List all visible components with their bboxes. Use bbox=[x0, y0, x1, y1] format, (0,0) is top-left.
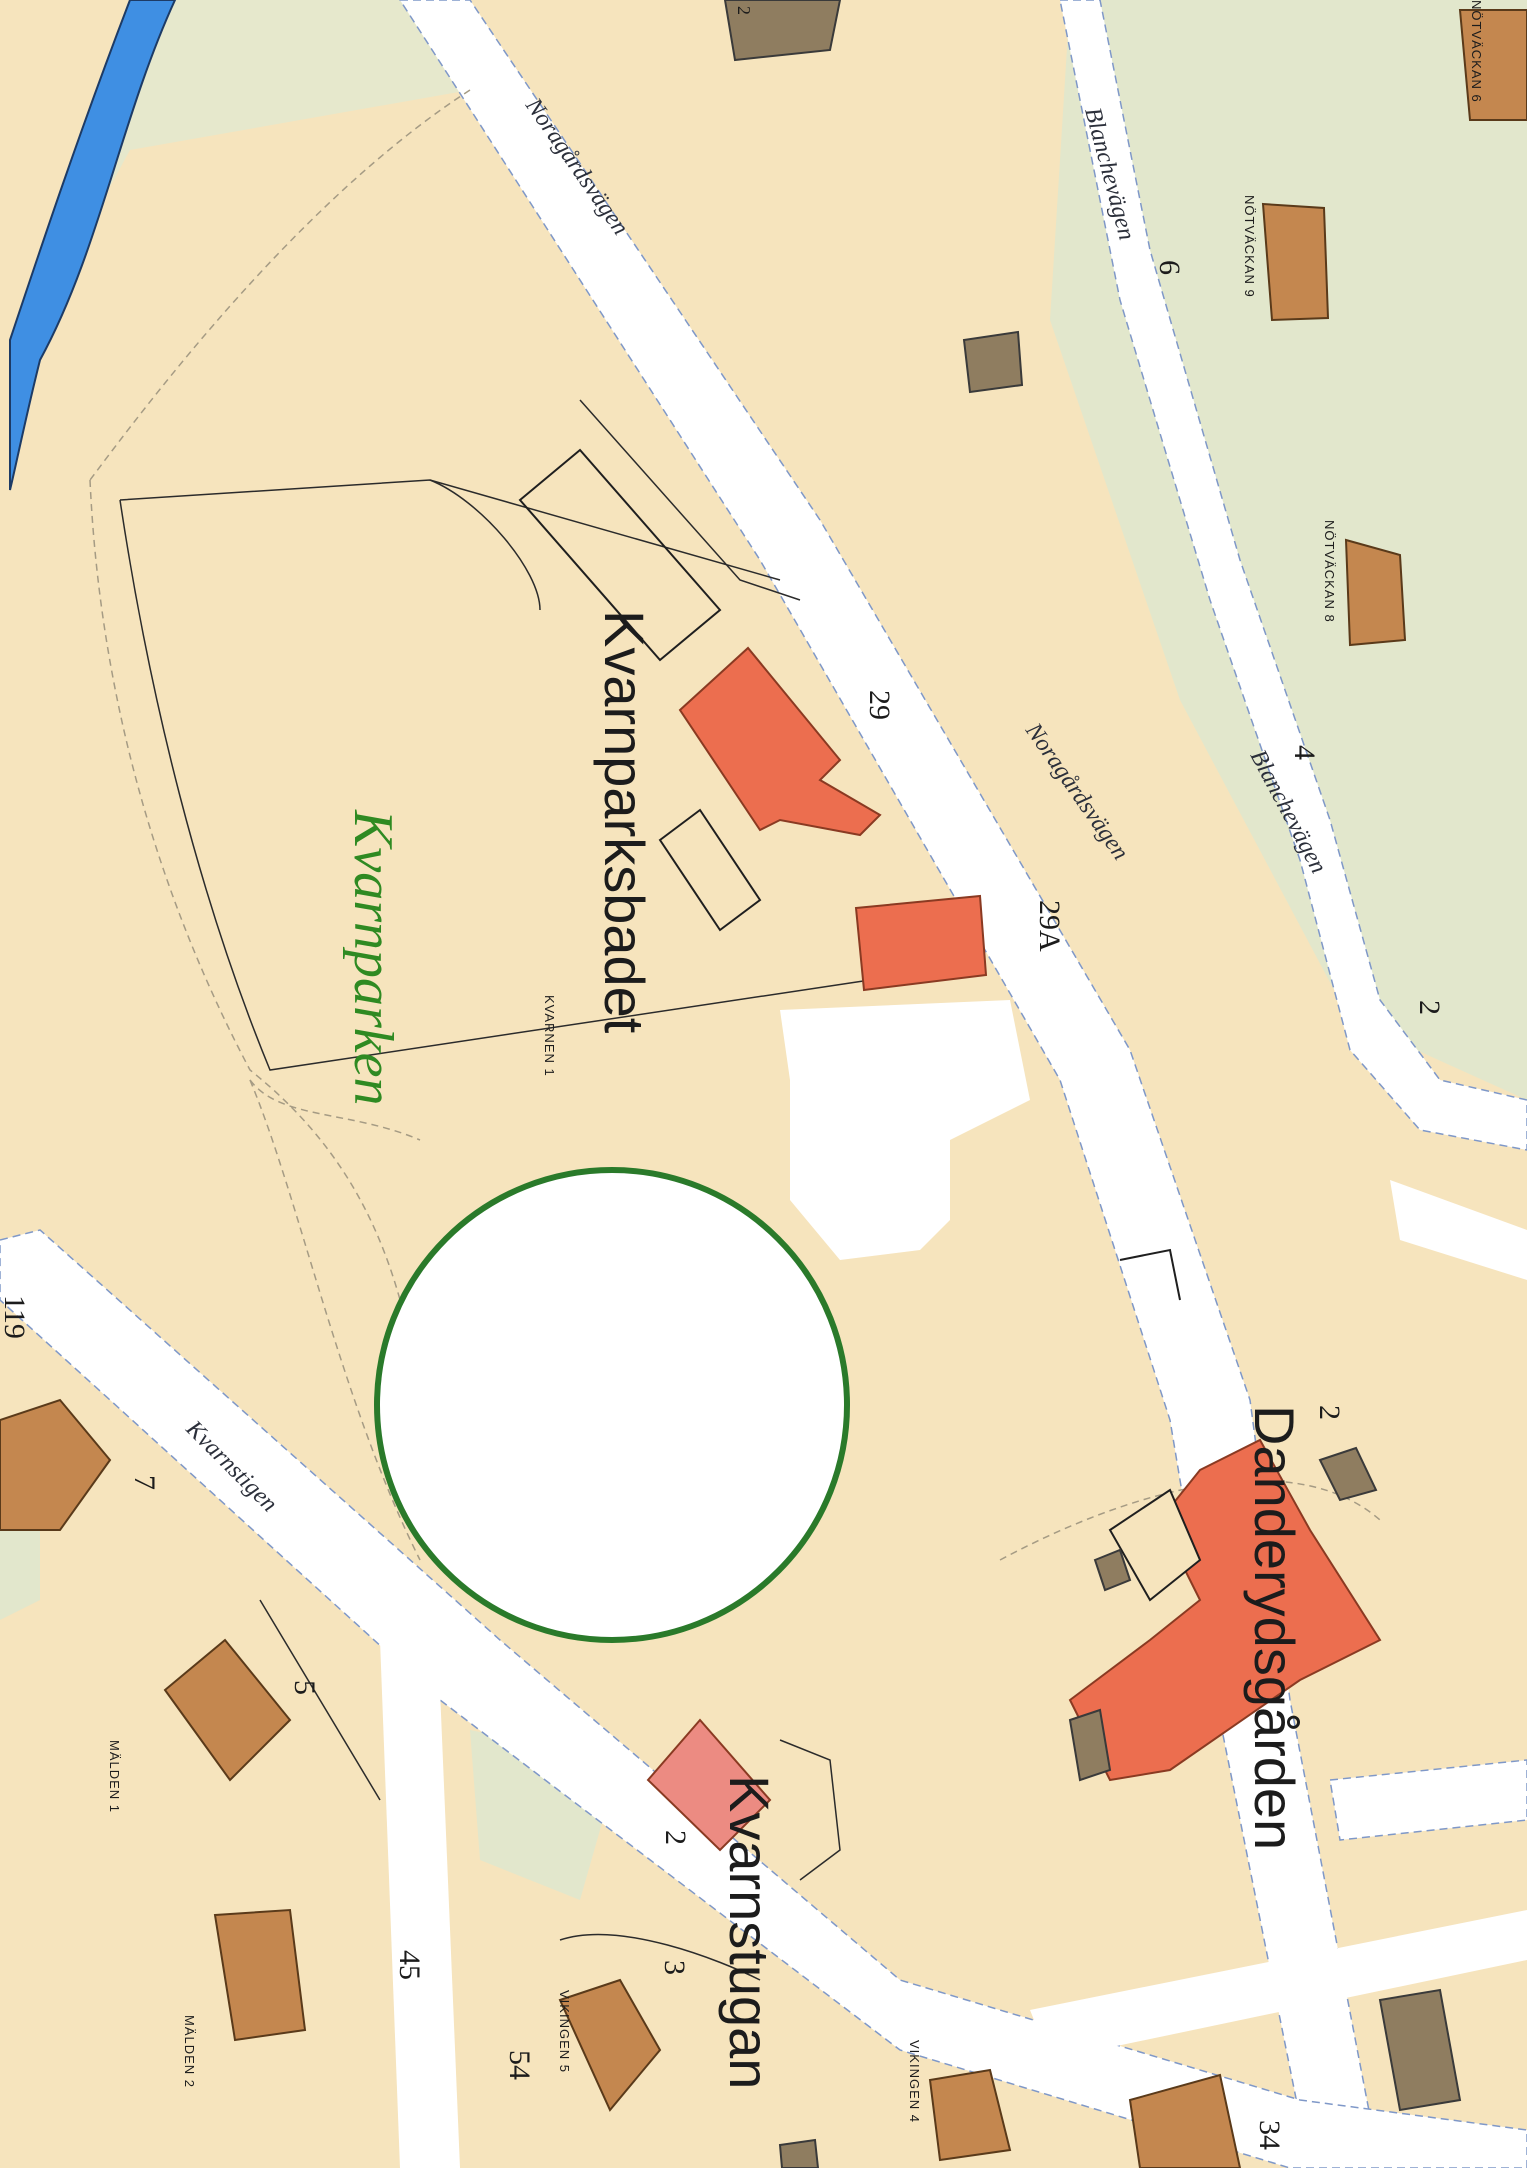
number-119: 119 bbox=[0, 1295, 31, 1339]
number-7: 7 bbox=[128, 1475, 161, 1490]
building-29a[interactable] bbox=[854, 894, 988, 992]
parking-area bbox=[780, 1000, 1030, 1260]
property-lines bbox=[119, 399, 871, 1981]
label-danderydsgarden: Danderydsgården bbox=[1243, 1405, 1306, 1850]
building-danderydsgarden[interactable] bbox=[1068, 1438, 1382, 1782]
number-54: 54 bbox=[503, 2050, 536, 2080]
number-29a: 29A bbox=[1033, 900, 1066, 952]
residential-buildings bbox=[0, 9, 1527, 2168]
building-danderyd-annex bbox=[1108, 1488, 1202, 1602]
building-kvarnparksbadet[interactable] bbox=[678, 646, 882, 837]
sheds bbox=[723, 0, 1462, 2168]
label-kvarnparken: Kvarnparken bbox=[342, 809, 404, 1106]
property-vikingen: VIKINGEN 5 bbox=[557, 1990, 572, 2073]
road-kvarnstigen bbox=[0, 1229, 1527, 2168]
green-area-top-left bbox=[70, 0, 470, 260]
green-area-right bbox=[1050, 0, 1527, 1100]
number-6: 6 bbox=[1153, 260, 1186, 275]
property-vikingen-4: VIKINGEN 4 bbox=[907, 2040, 922, 2123]
pool-structures bbox=[518, 448, 1181, 1301]
number-2-top: 2 bbox=[734, 6, 754, 15]
road-blanchevagen bbox=[1059, 0, 1527, 1151]
property-malden-2: MÄLDEN 2 bbox=[182, 2015, 197, 2088]
property-notvackan-top: NÖTVÄCKAN 6 bbox=[1469, 0, 1484, 103]
property-notvackan-8: NÖTVÄCKAN 8 bbox=[1322, 520, 1337, 623]
number-4: 4 bbox=[1288, 745, 1321, 760]
pool-circle[interactable] bbox=[374, 1167, 850, 1643]
number-2-right: 2 bbox=[1413, 1000, 1446, 1015]
number-2-kvarnstugan: 2 bbox=[659, 1830, 692, 1845]
water-stream bbox=[9, 0, 177, 491]
property-malden-1: MÄLDEN 1 bbox=[107, 1740, 122, 1813]
property-notvackan-mid: NÖTVÄCKAN 9 bbox=[1242, 195, 1257, 298]
number-3: 3 bbox=[658, 1960, 691, 1975]
number-5: 5 bbox=[288, 1680, 321, 1695]
number-34: 34 bbox=[1253, 2120, 1286, 2150]
label-kvarnparksbadet: Kvarnparksbadet bbox=[593, 610, 656, 1034]
number-2-danderyd: 2 bbox=[1313, 1405, 1346, 1420]
label-kvarnen-1: KVARNEN 1 bbox=[542, 995, 557, 1077]
road-vertical-lower bbox=[380, 1640, 460, 2168]
road-lower-right bbox=[1329, 1759, 1527, 1841]
road-bottom-right bbox=[1030, 1910, 1527, 2060]
road-noragardsvagen bbox=[399, 0, 1381, 2168]
building-kvarnstugan[interactable] bbox=[646, 1718, 772, 1852]
road-mid-right bbox=[1390, 1180, 1527, 1280]
label-kvarnstugan: Kvarnstugan bbox=[718, 1775, 781, 2089]
number-29: 29 bbox=[863, 690, 896, 720]
number-45: 45 bbox=[393, 1950, 426, 1980]
